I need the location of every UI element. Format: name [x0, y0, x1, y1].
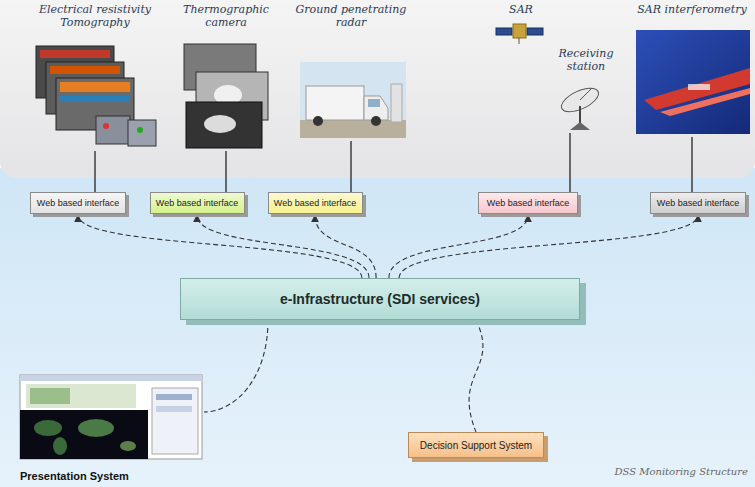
- node-label: Electrical resistivity Tomography: [28, 4, 162, 29]
- interface-box: Web based interface: [30, 192, 126, 214]
- source-item: Electrical resistivity Tomography: [28, 4, 162, 150]
- dashed-connector: [315, 215, 376, 278]
- node-label: Ground penetrating radar: [292, 4, 410, 29]
- interface-box: Web based interface: [478, 192, 578, 214]
- node-label: Web based interface: [487, 198, 569, 208]
- node-label: Thermographic camera: [176, 4, 276, 29]
- gpr-picture: [300, 62, 406, 138]
- footer-note: DSS Monitoring Structure: [520, 466, 748, 477]
- solid-connector: [225, 151, 226, 192]
- dashed-connector: [78, 215, 362, 278]
- screenshot-picture: [20, 375, 202, 459]
- dish-icon: [558, 83, 602, 130]
- node-label: Web based interface: [274, 198, 356, 208]
- node-label: Receiving station: [550, 48, 622, 73]
- node-label: Web based interface: [657, 198, 739, 208]
- interface-box: Web based interface: [650, 192, 746, 214]
- dashed-connector: [204, 320, 268, 412]
- solid-connector: [691, 137, 692, 192]
- satellite-icon: [496, 24, 543, 44]
- dashed-connector: [197, 215, 369, 278]
- dashed-connector: [469, 320, 483, 432]
- ert-picture: [36, 46, 156, 146]
- source-item: SAR: [494, 4, 548, 44]
- source-item: Thermographic camera: [176, 4, 276, 150]
- insar-picture: [636, 30, 750, 134]
- source-item: SAR interferometry: [632, 4, 752, 136]
- node-label: SAR interferometry: [637, 4, 746, 17]
- interface-box: Web based interface: [268, 192, 363, 214]
- node-label: Decision Support System: [420, 440, 532, 451]
- node-label: Web based interface: [37, 198, 119, 208]
- source-item: Receiving station: [550, 48, 622, 132]
- solid-connector: [94, 151, 95, 192]
- node-label: Web based interface: [156, 198, 238, 208]
- solid-connector: [350, 141, 351, 192]
- infrastructure-bar: e-Infrastructure (SDI services): [180, 278, 580, 320]
- presentation-node: Presentation System: [18, 372, 204, 482]
- node-label: SAR: [509, 4, 533, 17]
- dss-box: Decision Support System: [408, 432, 544, 458]
- node-label: e-Infrastructure (SDI services): [280, 291, 480, 307]
- interface-box: Web based interface: [150, 192, 245, 214]
- thermo-picture: [184, 44, 268, 148]
- lower-panel: [0, 168, 755, 487]
- dashed-connector: [389, 215, 528, 278]
- node-label: Presentation System: [18, 470, 129, 482]
- source-item: Ground penetrating radar: [292, 4, 410, 140]
- upper-band: [0, 0, 755, 178]
- dashed-connector: [399, 215, 698, 278]
- solid-connector: [569, 133, 570, 192]
